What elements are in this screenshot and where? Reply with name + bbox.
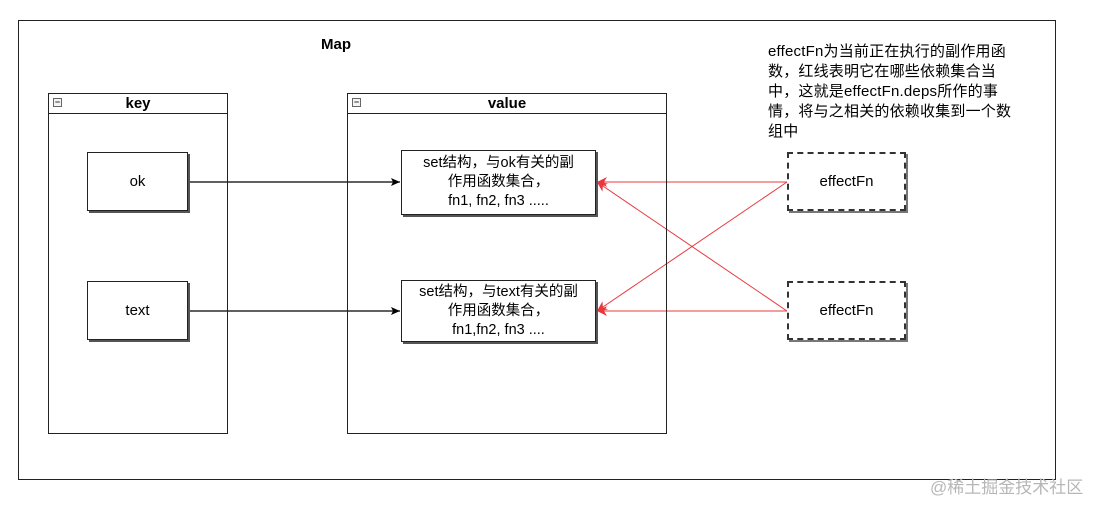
value-set-ok[interactable]: set结构，与ok有关的副 作用函数集合， fn1, fn2, fn3 ....…	[401, 150, 596, 215]
value-container-header: − value	[348, 94, 666, 114]
note-line: 组中	[768, 123, 799, 140]
note-line: 数，红线表明它在哪些依赖集合当	[768, 63, 997, 80]
watermark: @稀土掘金技术社区	[930, 478, 1084, 497]
value-set-line: fn1, fn2, fn3 .....	[448, 193, 549, 209]
key-container-title: key	[125, 95, 151, 112]
key-node-text[interactable]: text	[87, 281, 188, 340]
effect-node-label: effectFn	[819, 172, 874, 190]
note-line: effectFn为当前正在执行的副作用函	[768, 43, 1006, 60]
note-line: 中，这就是effectFn.deps所作的事	[768, 83, 999, 100]
note-line: 情，将与之相关的依赖收集到一个数	[768, 103, 1012, 120]
value-set-line: set结构，与text有关的副	[419, 283, 578, 300]
effect-node-2[interactable]: effectFn	[787, 281, 906, 340]
value-set-line: set结构，与ok有关的副	[423, 155, 574, 171]
value-set-line: fn1,fn2, fn3 ....	[452, 321, 545, 338]
collapse-icon[interactable]: −	[352, 97, 361, 107]
key-node-ok[interactable]: ok	[87, 152, 188, 211]
key-container-header: − key	[49, 94, 227, 114]
value-set-line: 作用函数集合，	[447, 302, 550, 319]
key-node-label: ok	[129, 172, 146, 190]
key-node-label: text	[125, 301, 150, 319]
map-frame	[18, 20, 1056, 480]
value-container: − value	[347, 93, 667, 434]
value-container-title: value	[487, 95, 527, 112]
effect-node-label: effectFn	[819, 301, 874, 319]
effect-node-1[interactable]: effectFn	[787, 152, 906, 211]
key-container: − key	[48, 93, 228, 434]
annotation-note: effectFn为当前正在执行的副作用函 数，红线表明它在哪些依赖集合当 中，这…	[768, 42, 1050, 142]
map-title: Map	[321, 36, 351, 53]
value-set-text[interactable]: set结构，与text有关的副 作用函数集合， fn1,fn2, fn3 ...…	[401, 280, 596, 342]
collapse-icon[interactable]: −	[53, 97, 62, 107]
edge-effect2-to-set-ok	[596, 181, 788, 312]
value-set-line: 作用函数集合，	[447, 174, 550, 190]
